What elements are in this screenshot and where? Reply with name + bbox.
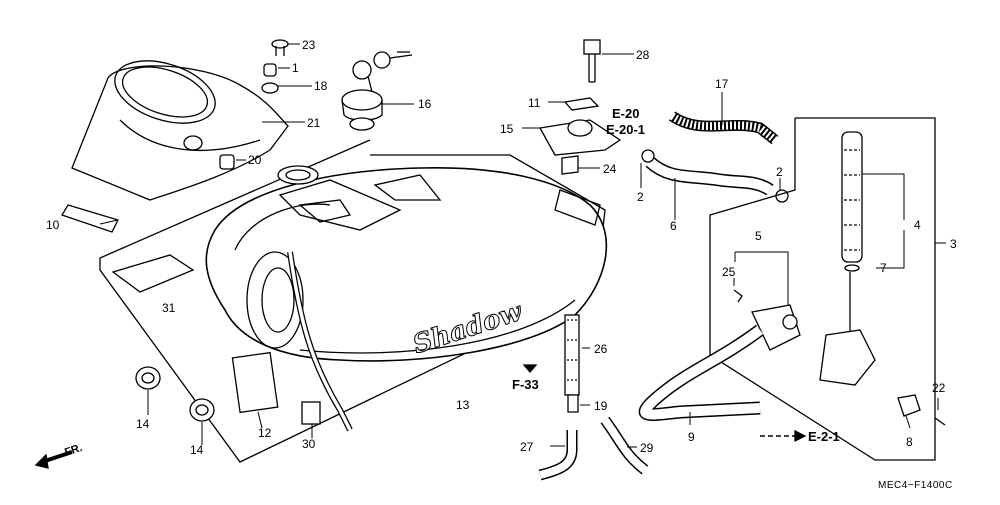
label-12: 12: [258, 426, 272, 440]
label-14a: 14: [136, 417, 150, 431]
grommet-14a: [135, 366, 161, 390]
collar-24: [561, 155, 579, 175]
clip-2a: [641, 149, 655, 163]
label-29: 29: [640, 441, 654, 455]
pad-10: [61, 204, 119, 233]
label-20: 20: [248, 153, 262, 167]
strainer-4: [841, 131, 863, 263]
label-16: 16: [418, 97, 432, 111]
mount-15: [538, 119, 622, 156]
label-4: 4: [914, 218, 921, 232]
label-7: 7: [880, 261, 887, 275]
label-12: [231, 351, 279, 414]
ref-e20: E-20: [612, 106, 639, 121]
label-30: 30: [302, 437, 316, 451]
o-ring-7: [844, 264, 860, 272]
nut-20: [219, 154, 235, 170]
screw-22: [934, 417, 946, 426]
label-11: 11: [528, 96, 541, 110]
fuel-valve: [733, 272, 876, 386]
group-outline-3: [709, 117, 936, 461]
label-14b: 14: [190, 443, 204, 457]
label-19: 19: [594, 399, 608, 413]
bolt-28: [583, 39, 601, 83]
tank-cover: [71, 60, 289, 201]
f33-marker: [522, 364, 538, 373]
label-1: 1: [292, 61, 299, 75]
label-9: 9: [688, 430, 695, 444]
sheet-31: [111, 254, 195, 293]
label-13: 13: [456, 398, 470, 412]
ref-fr: FR.: [63, 442, 84, 459]
ref-f33: F-33: [512, 377, 539, 392]
label-17: 17: [715, 77, 729, 91]
leader-lines: [99, 43, 946, 448]
label-23: 23: [302, 38, 316, 52]
label-27: 27: [520, 440, 534, 454]
label-15: 15: [500, 122, 514, 136]
bracket-11: [563, 97, 600, 111]
label-5: 5: [755, 229, 762, 243]
filler-ring: [277, 165, 319, 185]
label-30: [301, 401, 321, 425]
label-2a: 2: [637, 190, 644, 204]
label-6: 6: [670, 219, 677, 233]
screw-23: [271, 39, 289, 56]
label-3: 3: [950, 237, 957, 251]
fuel-tank: [205, 167, 608, 432]
ref-e20-1: E-20-1: [606, 122, 645, 137]
label-22: 22: [932, 381, 946, 395]
label-21: 21: [307, 116, 321, 130]
label-2b: 2: [776, 165, 783, 179]
label-10: 10: [46, 218, 60, 232]
clip-19: [567, 394, 579, 413]
label-31: 31: [162, 301, 176, 315]
grommet-1: [263, 63, 277, 77]
tube-26: [564, 314, 580, 396]
label-18: 18: [314, 79, 328, 93]
ref-e2-1: E-2-1: [808, 429, 840, 444]
label-26: 26: [594, 342, 608, 356]
label-25: 25: [722, 265, 736, 279]
label-28: 28: [636, 48, 650, 62]
label-24: 24: [603, 162, 617, 176]
grommet-14b: [189, 398, 215, 422]
label-8: 8: [906, 435, 913, 449]
drawing-code: MEC4−F1400C: [878, 480, 953, 491]
fuel-cap: [341, 51, 413, 131]
collar-18: [261, 82, 279, 94]
knob-8: [897, 394, 921, 417]
clip-2b: [775, 189, 789, 203]
